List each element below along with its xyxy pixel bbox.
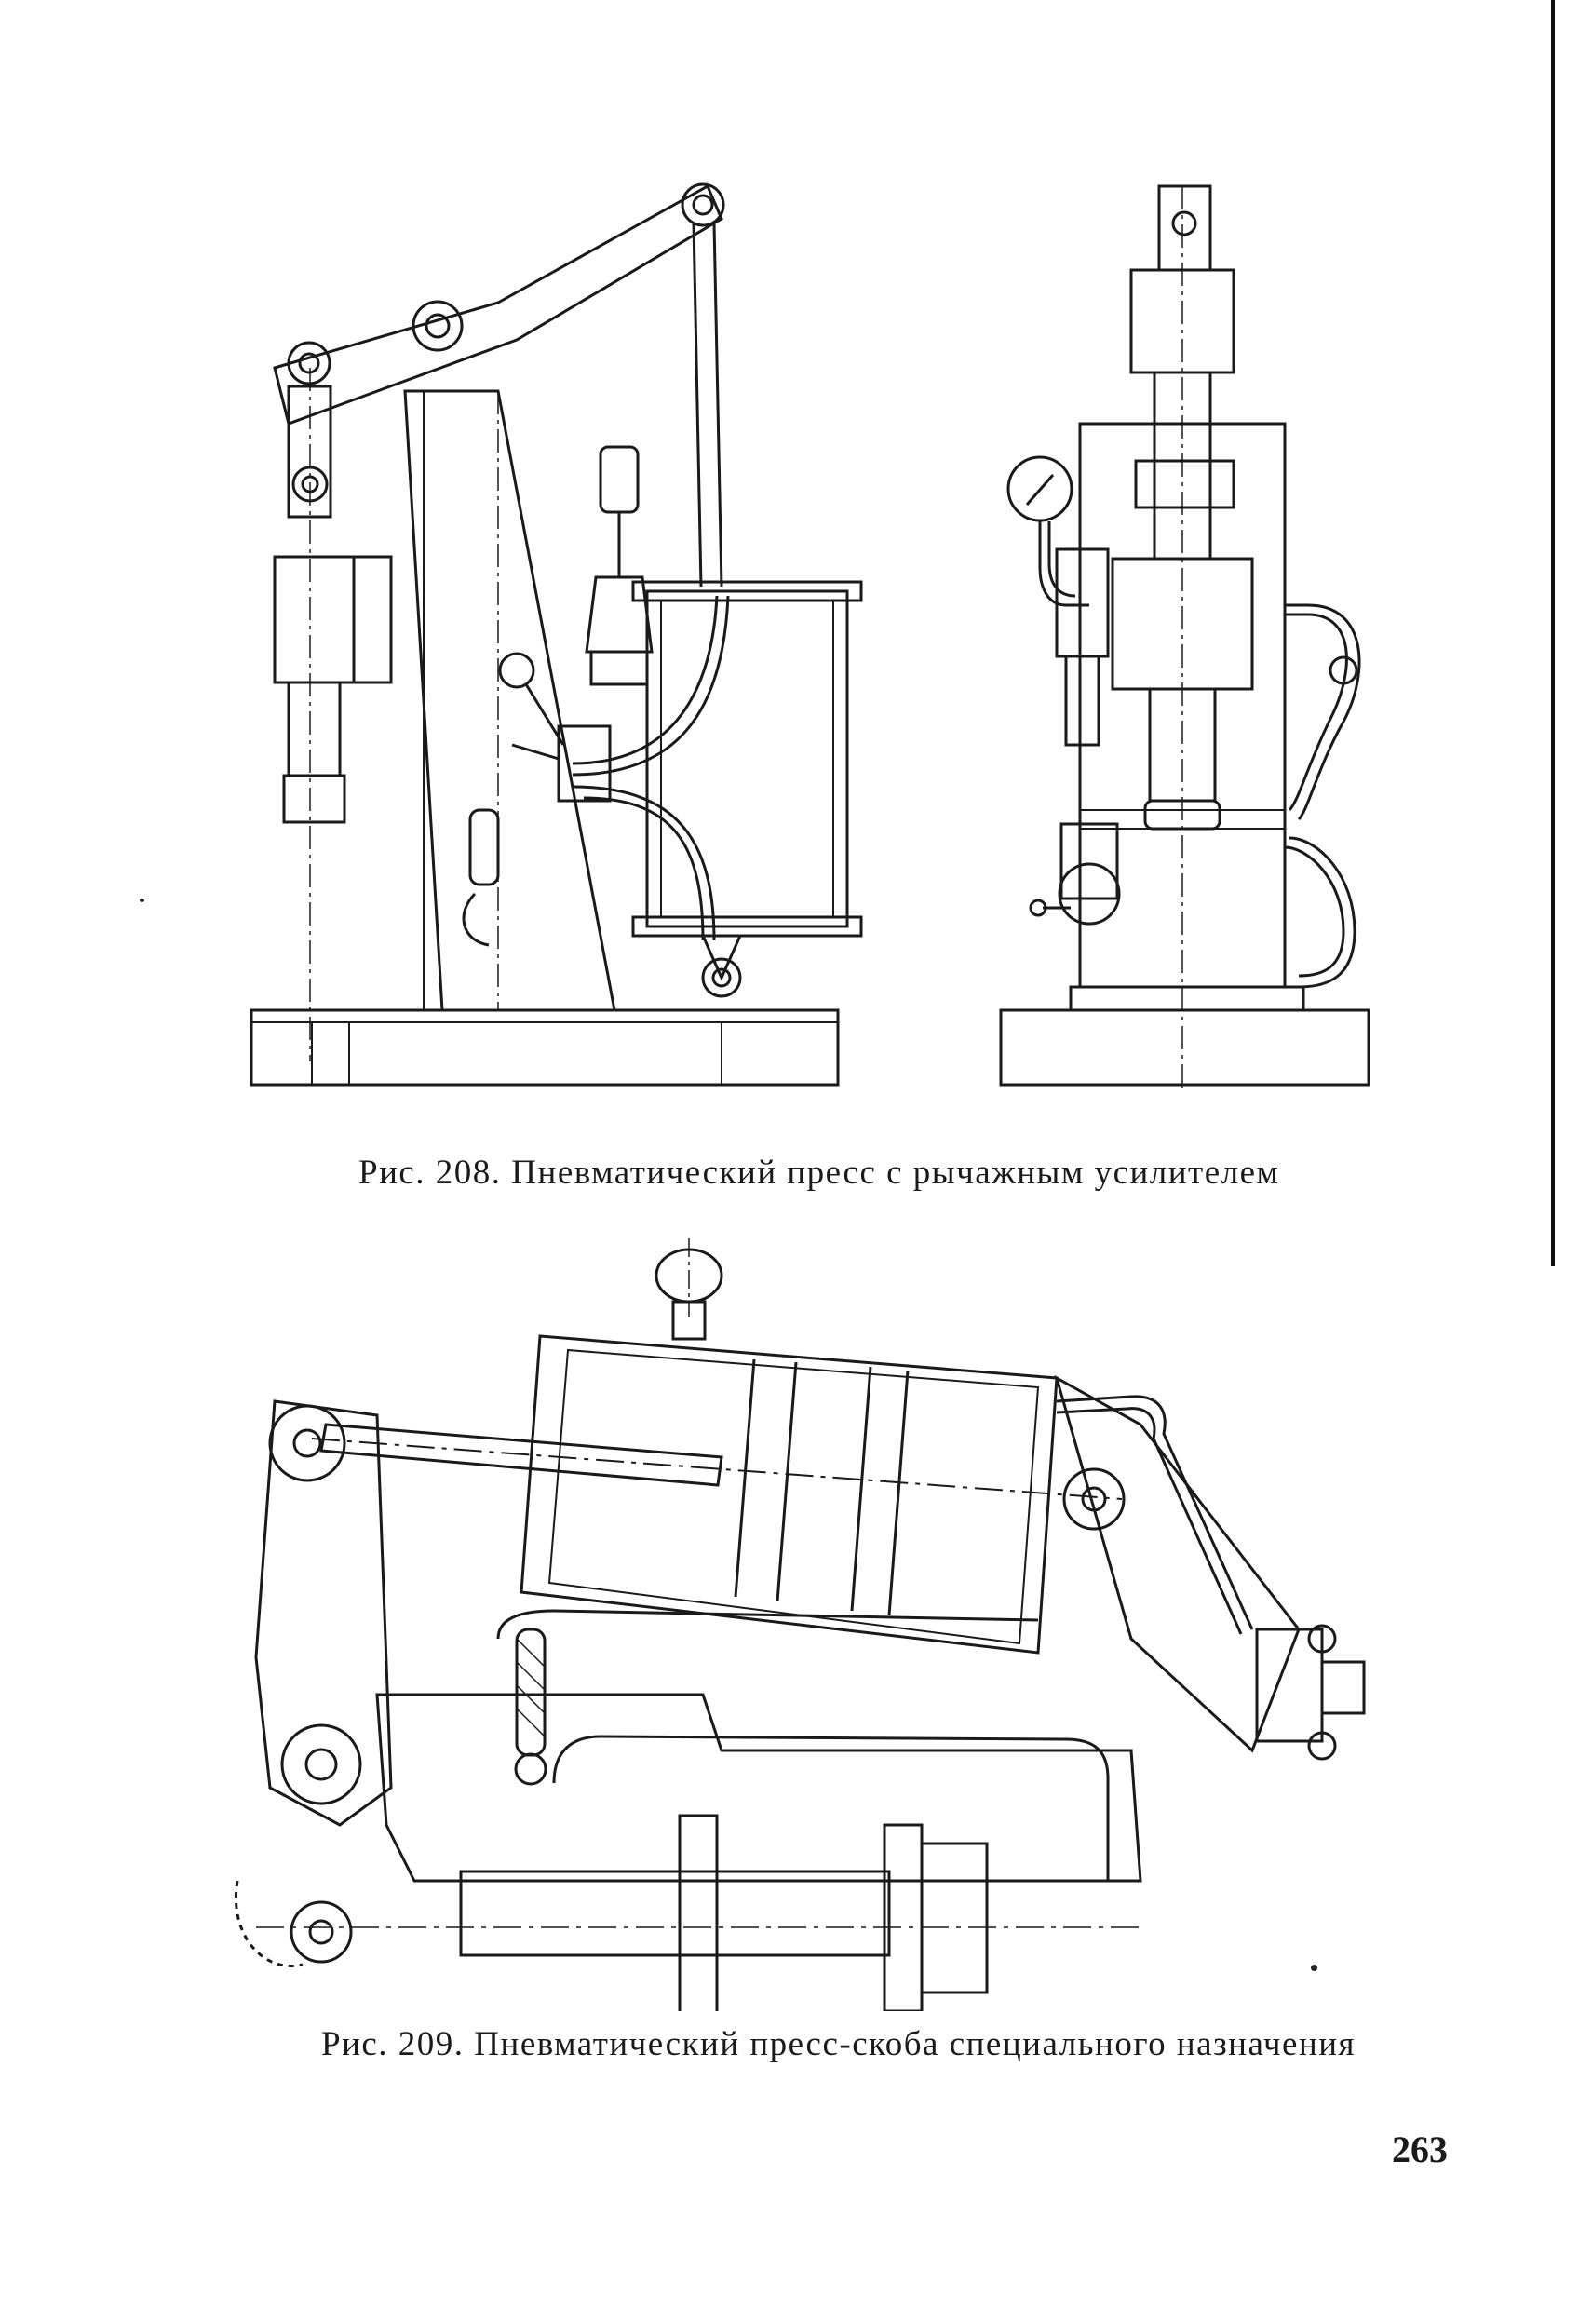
page-edge-line <box>1551 0 1555 1266</box>
print-speck <box>1311 1965 1317 1971</box>
figure-208-drawing <box>237 168 1383 1117</box>
page-number: 263 <box>1392 2128 1448 2170</box>
print-speck <box>140 899 144 902</box>
figure-209-caption: Рис. 209. Пневматический пресс-скоба спе… <box>321 2025 1356 2063</box>
figure-209-drawing <box>200 1229 1438 2011</box>
figure-208-caption: Рис. 208. Пневматический пресс с рычажны… <box>358 1154 1280 1192</box>
